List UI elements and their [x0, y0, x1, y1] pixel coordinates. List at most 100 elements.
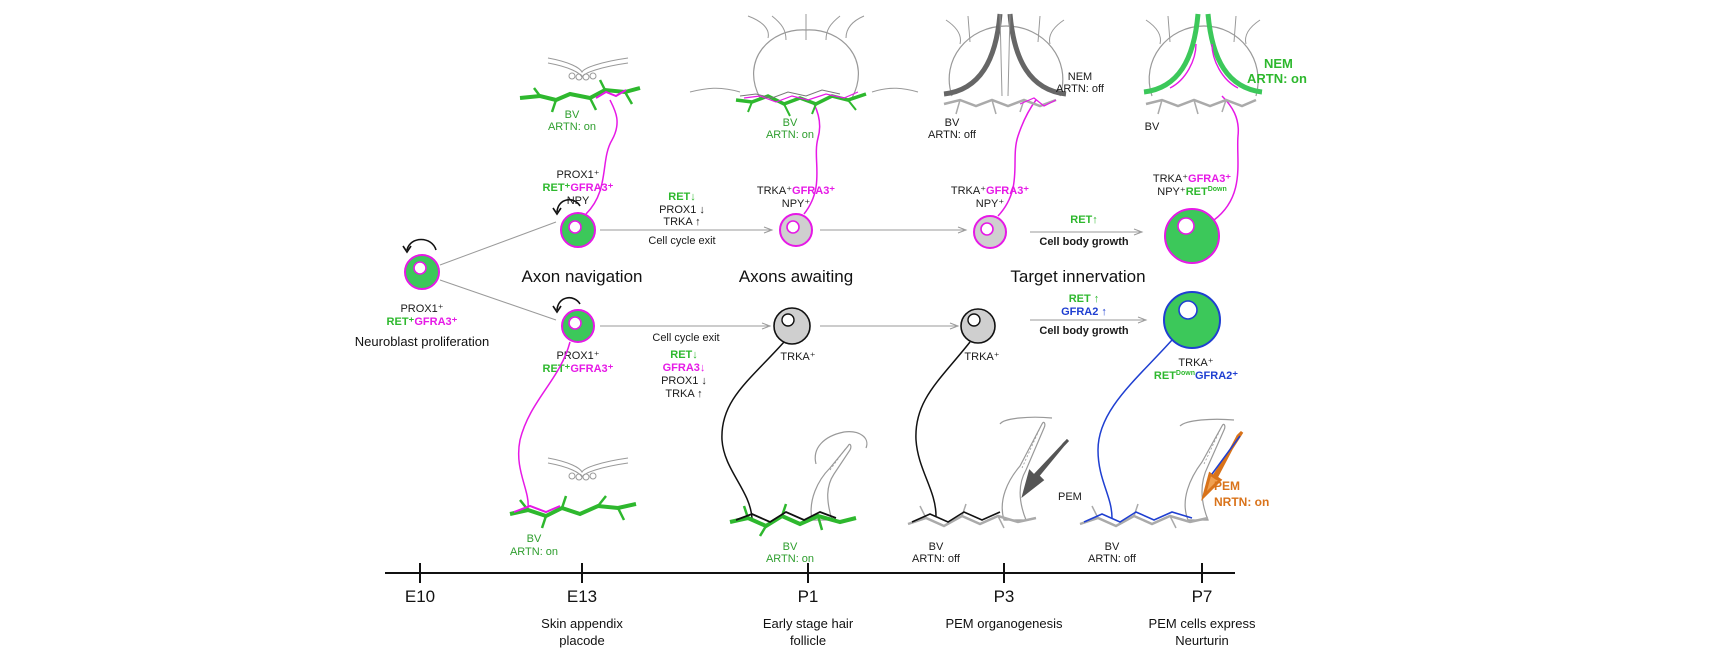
e10-caption: Neuroblast proliferation	[355, 334, 489, 349]
upper-p7-nucleus	[1177, 217, 1195, 235]
upper-p1-axon	[803, 103, 821, 215]
upper-p7-cell-body	[1164, 208, 1220, 264]
upper-p3-artn-label: ARTN: off	[928, 129, 977, 141]
upper-p3-nucleus	[980, 222, 994, 236]
lower-e13-nucleus	[568, 316, 582, 330]
upper-p3-marker-trka-gfra3: TRKA⁺GFRA3⁺	[951, 185, 1029, 197]
lower-p7-cell-body	[1163, 291, 1221, 349]
upper-p1-marker-trka-gfra3: TRKA⁺GFRA3⁺	[757, 185, 835, 197]
upper-trans1-ret: RET↓	[668, 191, 696, 203]
upper-e13-target: BV ARTN: on	[519, 57, 641, 133]
upper-p7-target: NEM ARTN: on BV	[1143, 13, 1307, 133]
upper-p7-marker-trka-gfra3: TRKA⁺GFRA3⁺	[1153, 173, 1231, 185]
upper-p7-nem-artn-label: ARTN: on	[1247, 71, 1307, 86]
lower-p1-axon	[721, 341, 785, 519]
lower-p1-artn-label: ARTN: on	[766, 553, 814, 565]
lower-p3-nucleus	[967, 313, 981, 327]
lower-trans1-prox1: PROX1 ↓	[661, 375, 707, 387]
e10-marker-ret-gfra3: RET⁺GFRA3⁺	[387, 316, 458, 328]
tick-label-p3: P3	[994, 587, 1015, 606]
lower-p3-cell-body	[960, 308, 996, 344]
e10-neuroblast: PROX1⁺ RET⁺GFRA3⁺ Neuroblast proliferati…	[355, 238, 489, 349]
upper-e13-marker-ret-gfra3: RET⁺GFRA3⁺	[543, 182, 614, 194]
upper-p7-axon	[1213, 95, 1240, 221]
tick-label-e10: E10	[405, 587, 435, 606]
lower-p7-nrtn-label: NRTN: on	[1214, 495, 1269, 509]
upper-p3-nem-label: NEM	[1068, 71, 1092, 83]
lower-p7-axon	[1097, 339, 1173, 519]
lower-p7-cell: TRKA⁺ RETDownGFRA2⁺	[1154, 291, 1238, 382]
upper-p7-cell: TRKA⁺GFRA3⁺ NPY⁺RETDown	[1153, 173, 1231, 264]
pem-arrow-icon	[1021, 438, 1070, 498]
lower-p3-axon	[915, 341, 971, 517]
proliferation-arrow-icon	[556, 297, 581, 311]
upper-p3-bv-label: BV	[945, 117, 960, 129]
tick-desc-p1-line2: follicle	[790, 633, 826, 648]
tick-desc-p3-line1: PEM organogenesis	[945, 616, 1063, 631]
upper-e13-cell: PROX1⁺ RET⁺GFRA3⁺ NPY	[543, 169, 614, 248]
upper-e13-axon	[585, 99, 618, 215]
lower-p7-target: PEM NRTN: on BV ARTN: off	[1079, 418, 1269, 565]
lower-p3-marker-trka: TRKA⁺	[964, 351, 999, 363]
lower-p3-artn-label: ARTN: off	[912, 553, 961, 565]
hair-follicle	[810, 443, 852, 521]
e10-marker-prox1: PROX1⁺	[400, 303, 443, 315]
lower-p1-bv-label: BV	[783, 541, 798, 553]
branch-line-upper	[439, 221, 557, 266]
upper-trans1-prox1: PROX1 ↓	[659, 204, 705, 216]
lower-p7-marker-trka: TRKA⁺	[1178, 357, 1213, 369]
lower-p1-target: BV ARTN: on	[729, 431, 868, 565]
lower-trans3-gfra2: GFRA2 ↑	[1061, 306, 1107, 318]
lower-p7-pem-label: PEM	[1214, 479, 1240, 493]
hair-follicle	[1184, 423, 1226, 521]
upper-p1-target: BV ARTN: on	[689, 14, 919, 141]
upper-e13-bv-label: BV	[565, 109, 580, 121]
branch-line-lower	[439, 279, 557, 321]
blood-vessel	[729, 513, 857, 529]
upper-e13-marker-prox1: PROX1⁺	[556, 169, 599, 181]
upper-p7-bv-label: BV	[1145, 121, 1160, 133]
lower-p1-cell: TRKA⁺	[773, 307, 816, 363]
lower-trans1-trka: TRKA ↑	[665, 388, 702, 400]
upper-trans1-trka: TRKA ↑	[663, 216, 700, 228]
lower-p3-bv-label: BV	[929, 541, 944, 553]
upper-p7-marker-npy-ret: NPY⁺RETDown	[1157, 186, 1227, 198]
lower-p7-marker-ret-gfra2: RETDownGFRA2⁺	[1154, 370, 1238, 382]
lower-e13-marker-prox1: PROX1⁺	[556, 350, 599, 362]
upper-trans1-exit: Cell cycle exit	[648, 235, 715, 247]
lower-p7-bv-label: BV	[1105, 541, 1120, 553]
lower-e13-target: BV ARTN: on	[509, 457, 637, 558]
lower-p7-nucleus	[1178, 300, 1198, 320]
tick-desc-e13-line2: placode	[559, 633, 605, 648]
lower-e13-artn-label: ARTN: on	[510, 546, 558, 558]
tick-label-p1: P1	[798, 587, 819, 606]
lower-p1-cell-body	[773, 307, 811, 345]
upper-p7-nem-label: NEM	[1264, 56, 1293, 71]
lower-e13-marker-ret-gfra3: RET⁺GFRA3⁺	[543, 363, 614, 375]
upper-p3-target: NEM ARTN: off BV ARTN: off	[928, 13, 1105, 141]
lower-trans1-gfra3: GFRA3↓	[663, 362, 706, 374]
upper-e13-marker-npy: NPY	[567, 195, 590, 207]
upper-trans3-growth: Cell body growth	[1039, 236, 1129, 248]
lower-p3-cell: TRKA⁺	[960, 308, 1000, 363]
tick-desc-p7-line1: PEM cells express	[1149, 616, 1256, 631]
lower-e13-axon	[518, 341, 571, 509]
stage-title-navigation: Axon navigation	[522, 267, 643, 286]
upper-p3-nem-artn-label: ARTN: off	[1056, 83, 1105, 95]
upper-p1-marker-npy: NPY⁺	[782, 198, 811, 210]
lower-trans1-exit: Cell cycle exit	[652, 332, 719, 344]
proliferation-arrow-icon	[556, 199, 581, 213]
nem-layer	[1143, 13, 1263, 95]
lower-p1-marker-trka: TRKA⁺	[780, 351, 815, 363]
tick-desc-p1-line1: Early stage hair	[763, 616, 854, 631]
proliferation-arrow-icon	[406, 238, 437, 251]
stage-title-innervation: Target innervation	[1010, 267, 1145, 286]
timeline: E10 E13 P1 P3 P7 Skin appendix placode E…	[385, 563, 1256, 648]
upper-e13-artn-label: ARTN: on	[548, 121, 596, 133]
lower-e13-bv-label: BV	[527, 533, 542, 545]
e10-cell-nucleus	[413, 261, 427, 275]
stage-title-awaiting: Axons awaiting	[739, 267, 853, 286]
upper-p1-artn-label: ARTN: on	[766, 129, 814, 141]
lower-trans1-ret: RET↓	[670, 349, 698, 361]
